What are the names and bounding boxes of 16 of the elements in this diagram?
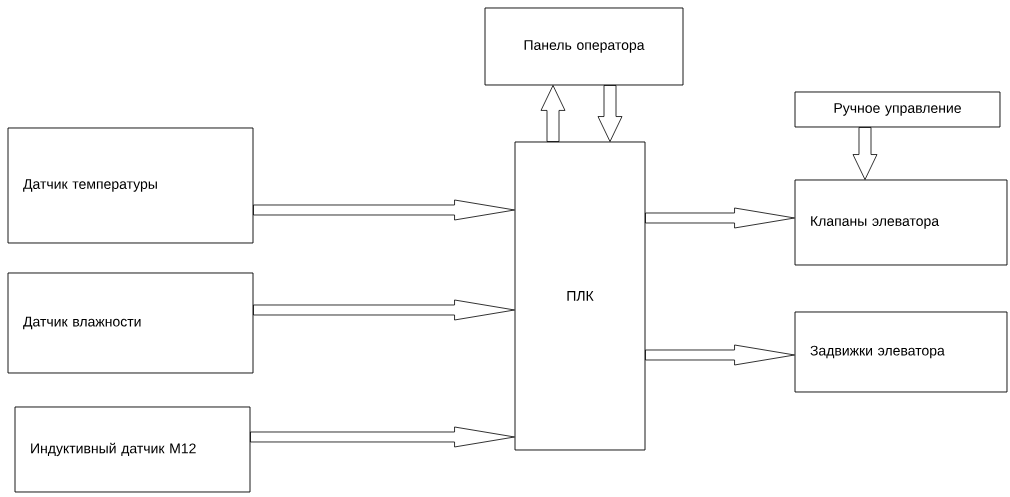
block-box: Клапаны элеватора <box>794 179 1008 266</box>
block-box: Датчик влажности <box>7 272 254 374</box>
block-arrow <box>540 85 566 142</box>
block-box: Индуктивный датчик M12 <box>14 406 251 493</box>
block-arrow <box>645 207 795 229</box>
block-arrow <box>253 199 515 221</box>
block-box: Ручное управление <box>794 91 1001 128</box>
block-arrow <box>250 426 515 448</box>
block-arrow <box>852 127 878 180</box>
block-arrow <box>597 85 623 142</box>
block-box: Задвижки элеватора <box>794 311 1008 393</box>
block-box: Датчик температуры <box>7 127 254 244</box>
block-box: Панель оператора <box>484 7 684 86</box>
block-arrow <box>645 344 795 366</box>
controller-box: ПЛК <box>514 141 646 451</box>
block-arrow <box>253 299 515 321</box>
